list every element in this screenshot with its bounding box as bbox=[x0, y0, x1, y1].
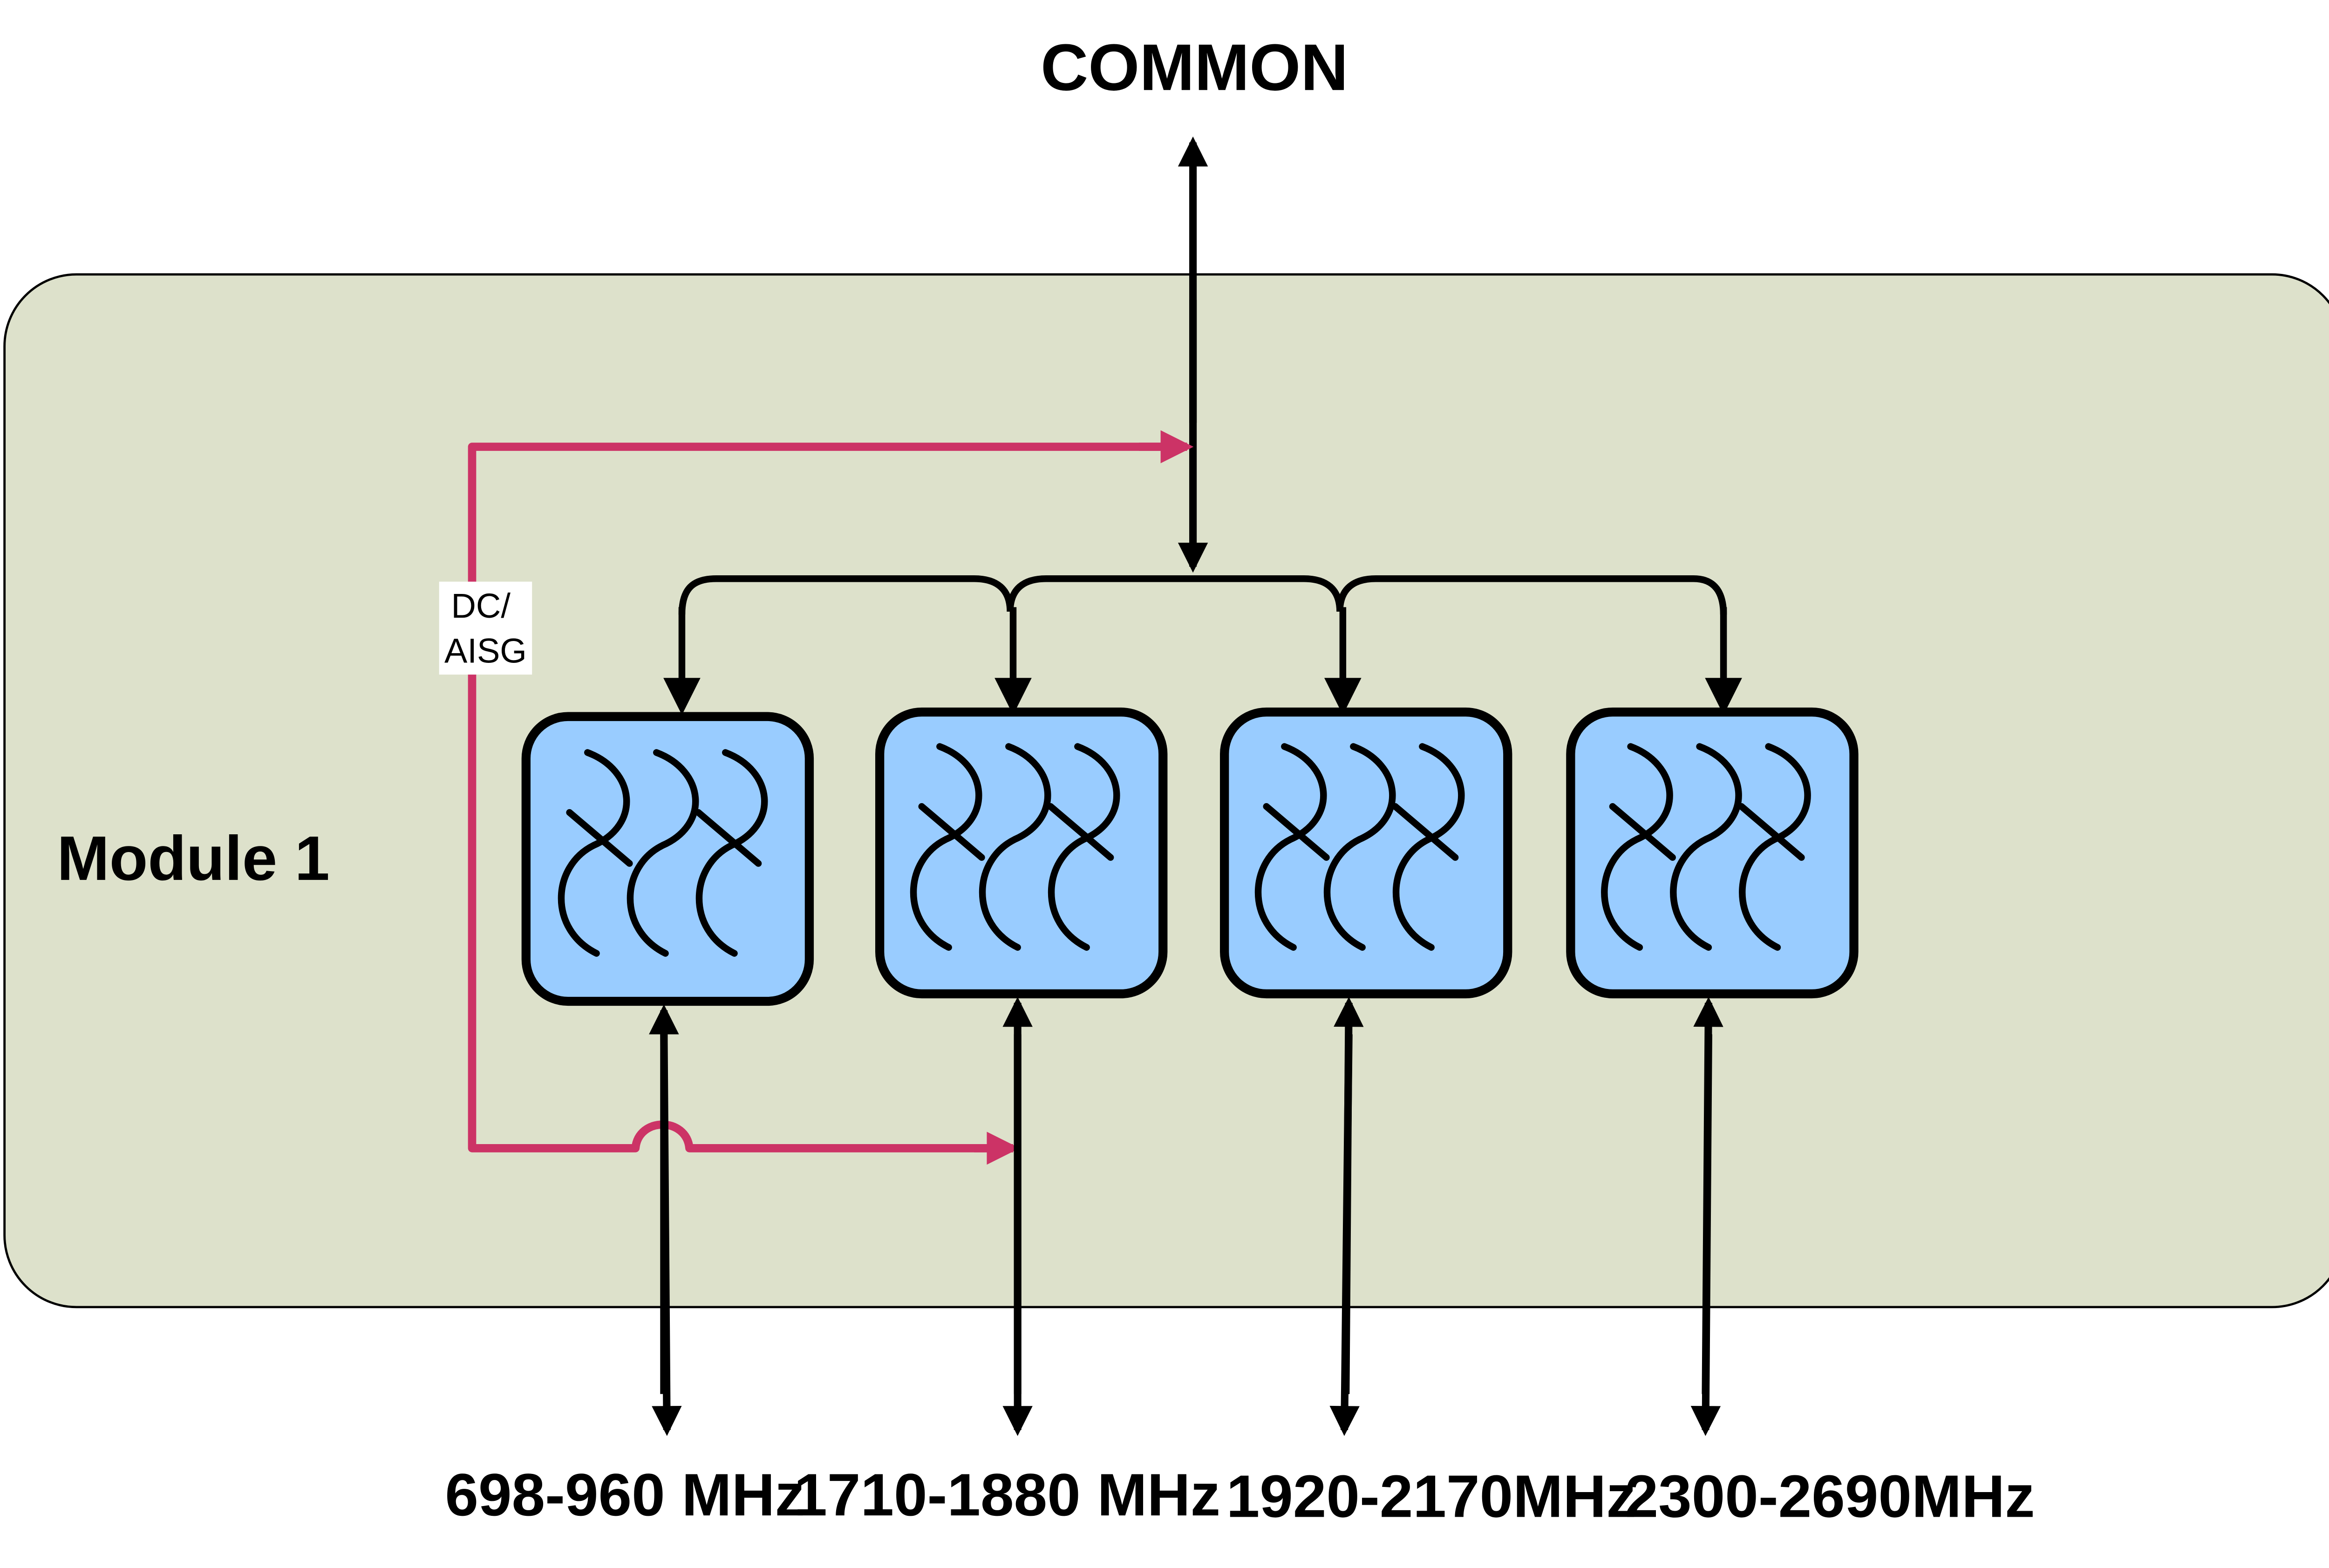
filter-block-2 bbox=[875, 707, 1168, 999]
port-label-1: 698-960 MHz bbox=[445, 1462, 805, 1528]
dc-label: DC/ AISG bbox=[444, 586, 527, 670]
port-label-3: 1920-2170MHz bbox=[1226, 1463, 1636, 1530]
dc-label-line-1: DC/ bbox=[451, 586, 511, 625]
distribution-bus bbox=[678, 575, 1727, 615]
common-label: COMMON bbox=[1041, 30, 1348, 104]
port-arrows bbox=[649, 996, 1723, 1436]
filter-block-3 bbox=[1220, 707, 1512, 999]
dc-label-background bbox=[439, 581, 532, 675]
port-label-4: 2300-2690MHz bbox=[1625, 1463, 2035, 1530]
dc-label-line-2: AISG bbox=[444, 631, 527, 670]
dc-aisg-path bbox=[468, 430, 1194, 1165]
filter-block-1 bbox=[521, 712, 814, 1006]
module-label: Module 1 bbox=[57, 823, 330, 893]
filter-block-4 bbox=[1566, 707, 1859, 999]
filter-input-arrows bbox=[663, 607, 1742, 715]
port-label-2: 1710-1880 MHz bbox=[794, 1462, 1220, 1528]
